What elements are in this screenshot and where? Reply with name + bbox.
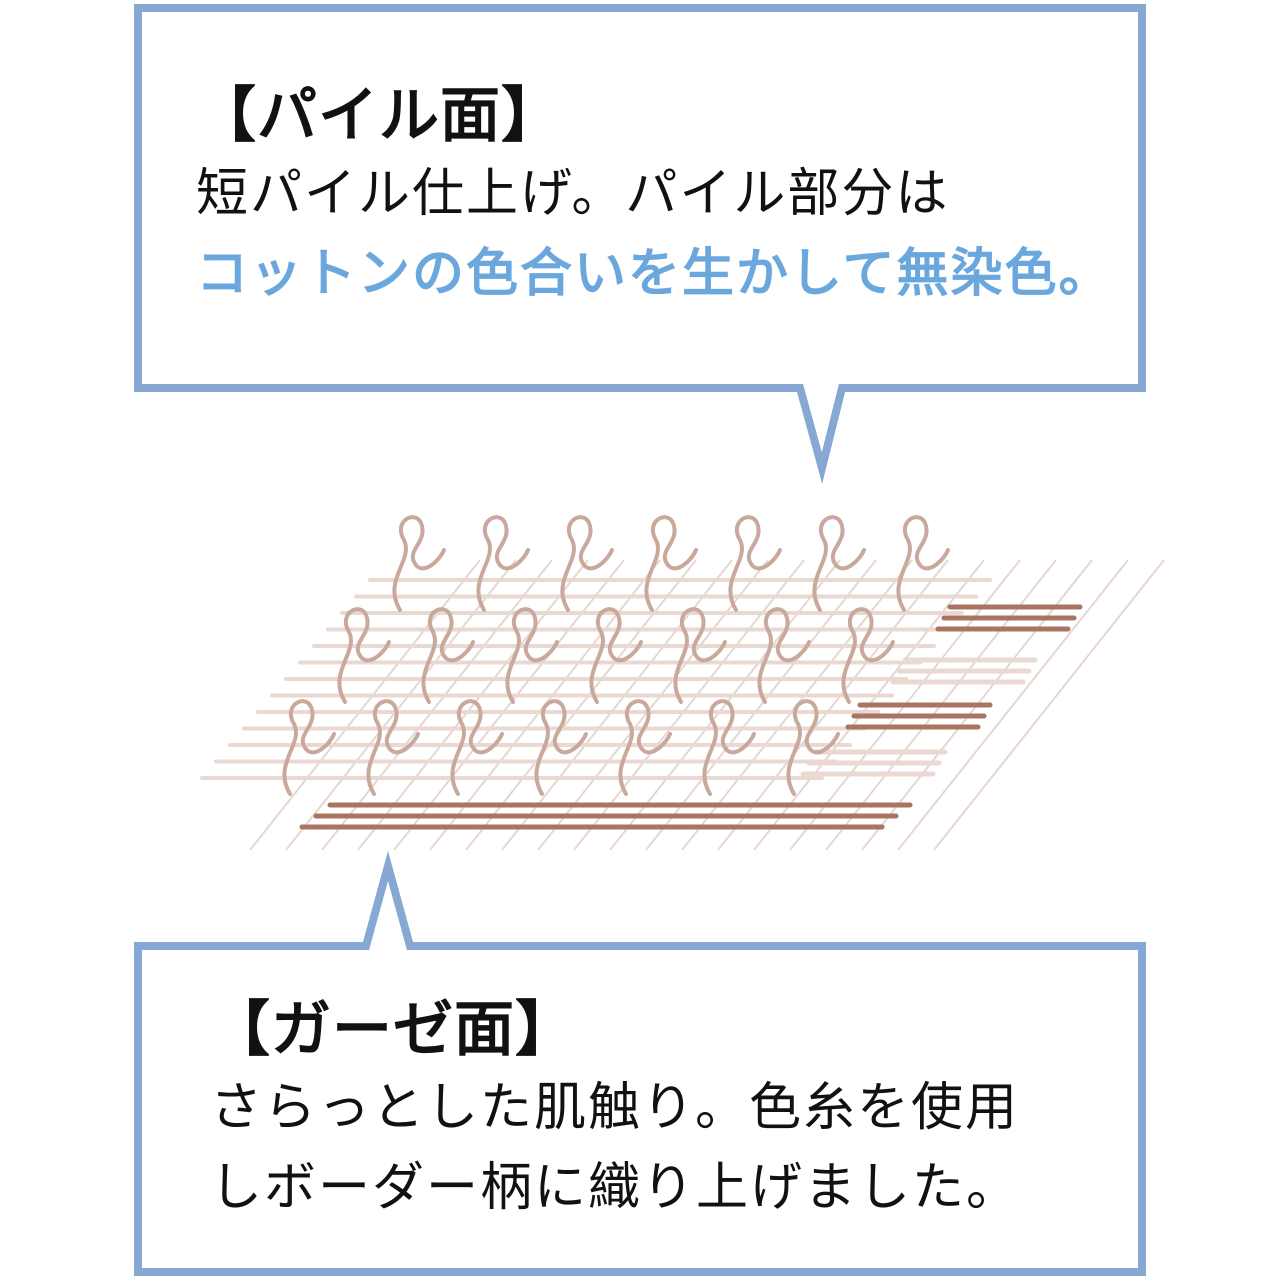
gauze-face-heading: 【ガーゼ面】 [210,995,576,1065]
pile-loop [618,699,672,796]
base-weft-threads [200,578,992,780]
pile-face-description: 【パイル面】 短パイル仕上げ。パイル部分は コットンの色合いを生かして無染色。 [196,78,1112,314]
pile-loop [673,607,727,704]
pile-loop [786,699,840,796]
pile-loop [282,699,336,796]
pile-face-line-1: 短パイル仕上げ。パイル部分は [196,164,950,224]
warp-thread [285,559,517,851]
pile-loop [896,515,950,612]
pile-loop [505,607,559,704]
pile-loop [812,515,866,612]
pile-loop [421,607,475,704]
warp-thread [393,559,625,851]
pile-loop [644,515,698,612]
gauze-face-description: 【ガーゼ面】 さらっとした肌触り。色糸を使用 しボーダー柄に織り上げました。 [210,992,1020,1228]
pile-loop [841,607,895,704]
warp-thread [933,559,1165,851]
border-stripe-threads [299,604,1083,830]
pile-loop [337,607,391,704]
pile-loop [702,699,756,796]
pile-face-callout-box [134,4,1146,484]
pile-loop [392,515,446,612]
warp-thread [321,559,553,851]
pile-loop [476,515,530,612]
warp-thread [465,559,697,851]
warp-thread [573,559,805,851]
pile-loop [366,699,420,796]
pile-loop [757,607,811,704]
pile-face-heading: 【パイル面】 [196,81,562,151]
pile-loop [728,515,782,612]
pile-loop [589,607,643,704]
warp-thread [609,559,841,851]
warp-thread [897,559,1129,851]
gauze-face-callout-box [134,850,1146,1276]
gauze-face-line-2: しボーダー柄に織り上げました。 [210,1158,1021,1218]
warp-thread [357,559,589,851]
gauze-face-line-1: さらっとした肌触り。色糸を使用 [210,1078,1019,1138]
pile-loop [534,699,588,796]
pile-loops [282,515,950,796]
pile-loop [560,515,614,612]
warp-thread [717,559,949,851]
warp-thread [645,559,877,851]
pile-face-line-2: コットンの色合いを生かして無染色。 [196,244,1113,304]
warp-thread [537,559,769,851]
pile-loop [450,699,504,796]
